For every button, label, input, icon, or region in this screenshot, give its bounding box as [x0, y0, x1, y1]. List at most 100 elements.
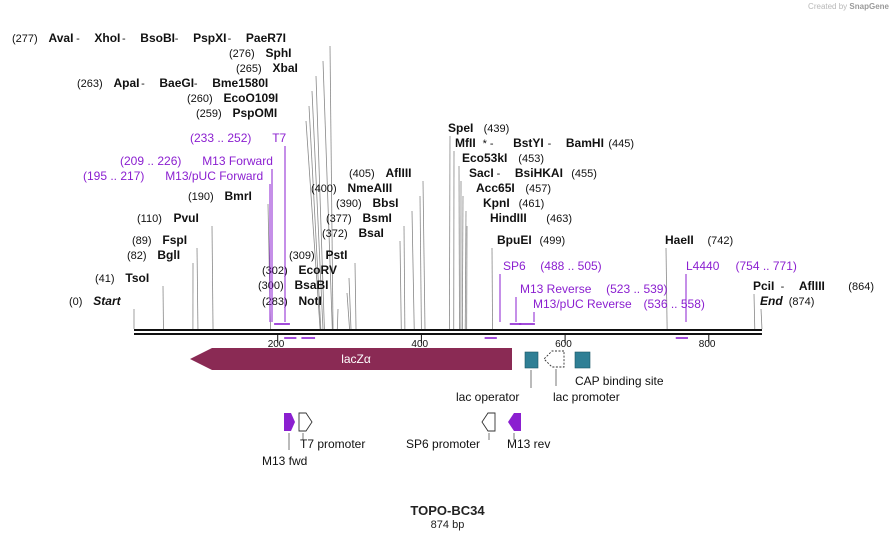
sp6-promoter-label: SP6 promoter [406, 437, 480, 451]
site-separator: - [228, 33, 232, 45]
enzyme-name-bmri: BmrI [225, 189, 252, 203]
site-leader-line [337, 309, 338, 329]
site-leader-line [754, 294, 755, 329]
lac-operator-box [525, 352, 538, 368]
sp6-promoter-arrow [482, 413, 495, 431]
site-separator: * - [483, 138, 494, 150]
site-separator: - [548, 138, 552, 150]
enzyme-name-pspxi: PspXI [193, 31, 226, 45]
site-position-label: (400) [311, 183, 337, 195]
enzyme-name-bgli: BglI [157, 248, 180, 262]
site-separator: - [122, 33, 126, 45]
site-leader-line [404, 226, 405, 329]
site-leader-line [761, 309, 762, 329]
m13-fwd-label: M13 fwd [262, 454, 307, 468]
ruler-label-600: 600 [555, 339, 572, 350]
enzyme-name-paer7i: PaeR7I [246, 31, 286, 45]
site-position-label: (82) [127, 250, 147, 262]
enzyme-name-kpni: KpnI [483, 196, 510, 210]
primer-range: (523 .. 539) [606, 282, 667, 296]
enzyme-name-tsoi: TsoI [125, 271, 149, 285]
site-bpuei-499: BpuEI (499) [492, 233, 565, 329]
site-position-label: (302) [262, 265, 288, 277]
site-leader-line [197, 248, 198, 329]
site-bsai-372: (372)BsaI [322, 226, 401, 329]
enzyme-name-end: End [760, 294, 783, 308]
primer-name: SP6 [503, 259, 526, 273]
site-noti-283: (283) NotI [262, 294, 338, 329]
site-bmri-190: (190) BmrI [188, 189, 271, 329]
primer-name: M13/pUC Reverse [533, 297, 632, 311]
enzyme-name-avai: AvaI [49, 31, 74, 45]
site-position-label: (390) [336, 198, 362, 210]
site-position-label: (41) [95, 273, 115, 285]
site-position-label: (499) [540, 235, 566, 247]
primer-name: M13 Reverse [520, 282, 592, 296]
enzyme-name-pcii: PciI [753, 279, 774, 293]
primer-name: T7 [272, 131, 286, 145]
primer-range: (209 .. 226) [120, 154, 181, 168]
site-leader-line [412, 211, 414, 329]
primer-range: (488 .. 505) [540, 259, 601, 273]
site-separator: - [194, 78, 198, 90]
enzyme-name-bsai: BsaI [359, 226, 384, 240]
site-position-label: (455) [571, 168, 597, 180]
map-size-label: 874 bp [0, 519, 895, 531]
enzyme-name-xbai: XbaI [273, 61, 298, 75]
site-position-label: (453) [518, 153, 544, 165]
enzyme-name-bstyi: BstYI [513, 136, 544, 150]
enzyme-name-bme1580i: Bme1580I [212, 76, 268, 90]
enzyme-name-ecoo109i: EcoO109I [224, 91, 279, 105]
primer-range: (233 .. 252) [190, 131, 251, 145]
enzyme-name-sphi: SphI [266, 46, 292, 60]
site-pvui-110: (110)PvuI [137, 211, 213, 329]
site-position-label: (461) [519, 198, 545, 210]
t7-promoter-arrow [299, 413, 312, 431]
site-position-label: (190) [188, 191, 214, 203]
enzyme-name-bpuei: BpuEI [497, 233, 532, 247]
site-leader-line [449, 136, 450, 329]
primer-range: (536 .. 558) [644, 297, 705, 311]
enzyme-name-ecorv: EcoRV [299, 263, 337, 277]
site-position-label: (283) [262, 296, 288, 308]
site-position-label: (439) [484, 123, 510, 135]
enzyme-name-nmeaiii: NmeAIII [348, 181, 393, 195]
enzyme-name-spei: SpeI [448, 121, 473, 135]
enzyme-name-afliii: AflIII [386, 166, 412, 180]
site-position-label: (874) [789, 296, 815, 308]
site-separator: - [781, 281, 785, 293]
primer-name: M13 Forward [202, 154, 273, 168]
site-position-label: (405) [349, 168, 375, 180]
site-position-label: (864) [848, 281, 874, 293]
enzyme-name-apai: ApaI [114, 76, 140, 90]
m13-fwd-arrow [284, 413, 295, 431]
cap-binding-site-label: CAP binding site [575, 374, 664, 388]
t7-promoter-label: T7 promoter [300, 437, 365, 451]
enzyme-name-bsabi: BsaBI [295, 278, 329, 292]
enzyme-name-haeii: HaeII [665, 233, 694, 247]
site-position-label: (260) [187, 93, 213, 105]
cap-binding-site-box [575, 352, 590, 368]
site-separator: - [141, 78, 145, 90]
primer-range: (195 .. 217) [83, 169, 144, 183]
enzyme-name-afliii: AflIII [799, 279, 825, 293]
site-position-label: (457) [525, 183, 551, 195]
enzyme-name-noti: NotI [299, 294, 322, 308]
site-bgli-82: (82) BglI [127, 248, 193, 329]
enzyme-name-baegi: BaeGI [159, 76, 194, 90]
site-separator: - [497, 168, 501, 180]
site-end-874: End (874) [760, 294, 814, 329]
enzyme-name-bamhi: BamHI [566, 136, 604, 150]
site-haeii-742: HaeII (742) [665, 233, 733, 329]
site-leader-line [492, 248, 493, 329]
site-position-label: (742) [708, 235, 734, 247]
site-position-label: (265) [236, 63, 262, 75]
lacz-alpha-label: lacZα [341, 352, 371, 366]
primer-m13-puc-reverse: M13/pUC Reverse (536 .. 558) [519, 297, 705, 324]
site-position-label: (259) [196, 108, 222, 120]
enzyme-name-psti: PstI [326, 248, 348, 262]
site-leader-line [212, 226, 213, 329]
enzyme-name-bsobi: BsoBI [140, 31, 175, 45]
enzyme-name-fspi: FspI [162, 233, 187, 247]
